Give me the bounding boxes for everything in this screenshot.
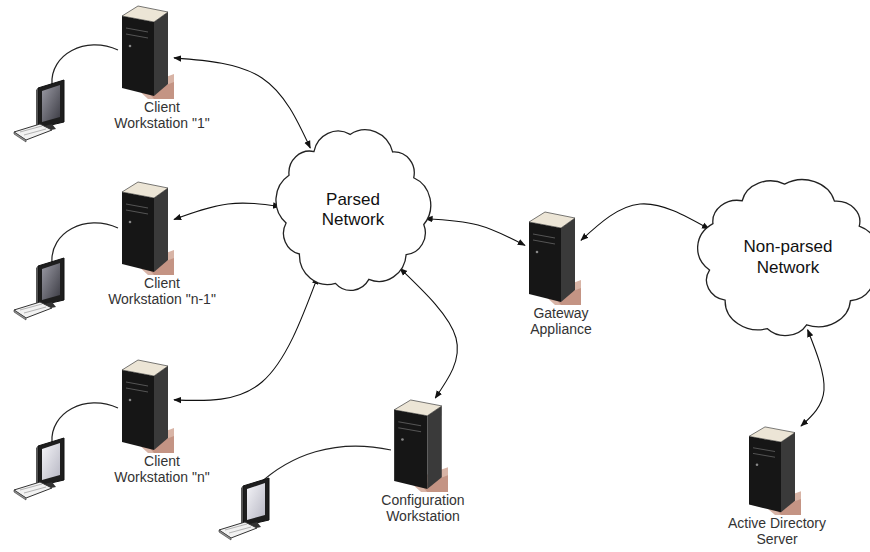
server-icon <box>390 398 448 492</box>
server-icon <box>118 180 174 275</box>
network-link <box>581 204 709 240</box>
network-cloud: Parsed Network <box>272 125 434 295</box>
monitor-cable <box>52 223 118 262</box>
workstation-monitor <box>219 446 391 540</box>
device-label: Client Workstation "1" <box>113 99 212 131</box>
network-link <box>400 268 457 398</box>
monitor-cable <box>52 45 118 84</box>
network-link <box>174 58 310 148</box>
device-label: Gateway Appliance <box>529 305 594 337</box>
network-link <box>174 203 280 219</box>
network-cloud: Non-parsed Network <box>693 175 870 340</box>
network-link <box>801 330 824 426</box>
network-link <box>425 219 525 246</box>
server-node: Gateway Appliance <box>525 210 581 305</box>
server-icon <box>118 4 174 99</box>
workstation-monitor <box>14 223 118 320</box>
device-label: Client Workstation "n-1" <box>107 275 218 307</box>
network-name: Non-parsed Network <box>742 237 834 278</box>
server-node: Configuration Workstation <box>390 398 448 492</box>
network-name: Parsed Network <box>320 190 386 231</box>
monitor-cable <box>258 446 391 485</box>
device-label: Configuration Workstation <box>380 492 467 524</box>
server-icon <box>745 425 801 515</box>
device-label: Active Directory Server <box>726 515 828 547</box>
server-node: Client Workstation "n" <box>118 358 174 453</box>
server-node: Active Directory Server <box>745 425 801 515</box>
server-icon <box>118 358 174 453</box>
workstation-monitor <box>14 45 118 142</box>
server-node: Client Workstation "1" <box>118 4 174 99</box>
server-node: Client Workstation "n-1" <box>118 180 174 275</box>
workstation-monitor <box>14 403 118 500</box>
server-icon <box>525 210 581 305</box>
monitor-cable <box>52 403 118 442</box>
device-label: Client Workstation "n" <box>113 453 212 485</box>
